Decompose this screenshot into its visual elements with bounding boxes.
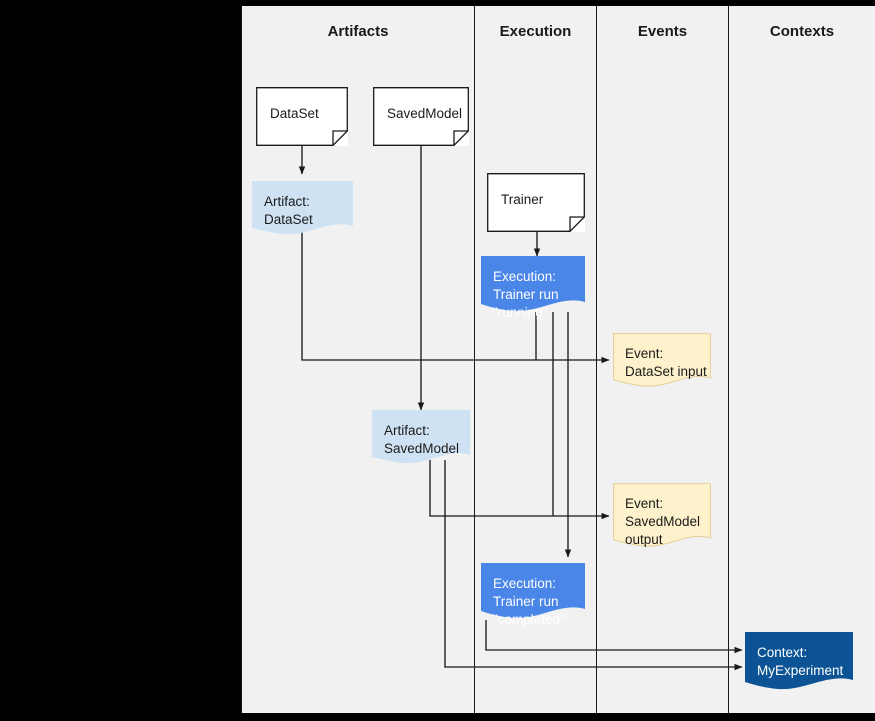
divider-events-contexts: [728, 6, 729, 713]
node-savedmodel-label: SavedModel: [387, 106, 463, 121]
document-shape: [256, 87, 348, 146]
document-shape: [373, 87, 469, 146]
node-execution-completed[interactable]: Execution: Trainer run "completed": [481, 563, 585, 627]
wave-shape: [372, 410, 470, 464]
node-event-savedmodel-output-label: Event: SavedModel output: [625, 496, 701, 548]
node-trainer-label: Trainer: [501, 192, 544, 207]
node-artifact-savedmodel[interactable]: Artifact: SavedModel: [372, 410, 470, 466]
node-event-savedmodel-output[interactable]: Event: SavedModel output: [613, 483, 711, 550]
node-execution-running-label: Execution: Trainer run "running": [493, 269, 559, 321]
diagram-board: Artifacts Execution Events Contexts: [241, 6, 875, 713]
document-shape: [487, 173, 585, 232]
node-context-myexperiment[interactable]: Context: MyExperiment: [745, 632, 853, 692]
node-execution-completed-label: Execution: Trainer run "completed": [493, 576, 565, 628]
column-header-artifacts: Artifacts: [327, 23, 389, 40]
column-header-execution: Execution: [499, 23, 572, 40]
node-savedmodel-document[interactable]: SavedModel: [373, 87, 469, 146]
wave-shape: [745, 632, 853, 690]
node-event-dataset-input-label: Event: DataSet input: [625, 346, 707, 380]
column-header-events: Events: [637, 23, 688, 40]
node-trainer-document[interactable]: Trainer: [487, 173, 585, 232]
node-dataset-label: DataSet: [270, 106, 319, 121]
board-left-edge: [241, 6, 242, 713]
node-context-myexperiment-label: Context: MyExperiment: [757, 645, 844, 679]
wire-artifact-savedmodel-to-event: [429, 460, 610, 520]
divider-artifacts-execution: [474, 6, 475, 713]
node-artifact-savedmodel-label: Artifact: SavedModel: [384, 423, 460, 457]
divider-execution-events: [596, 6, 597, 713]
node-artifact-dataset[interactable]: Artifact: DataSet: [252, 181, 353, 237]
node-execution-running[interactable]: Execution: Trainer run "running": [481, 256, 585, 320]
node-event-dataset-input[interactable]: Event: DataSet input: [613, 333, 711, 389]
column-header-contexts: Contexts: [769, 23, 835, 40]
node-dataset-document[interactable]: DataSet: [256, 87, 348, 146]
wave-shape: [252, 181, 353, 235]
wave-shape: [613, 333, 711, 387]
node-artifact-dataset-label: Artifact: DataSet: [264, 194, 313, 228]
